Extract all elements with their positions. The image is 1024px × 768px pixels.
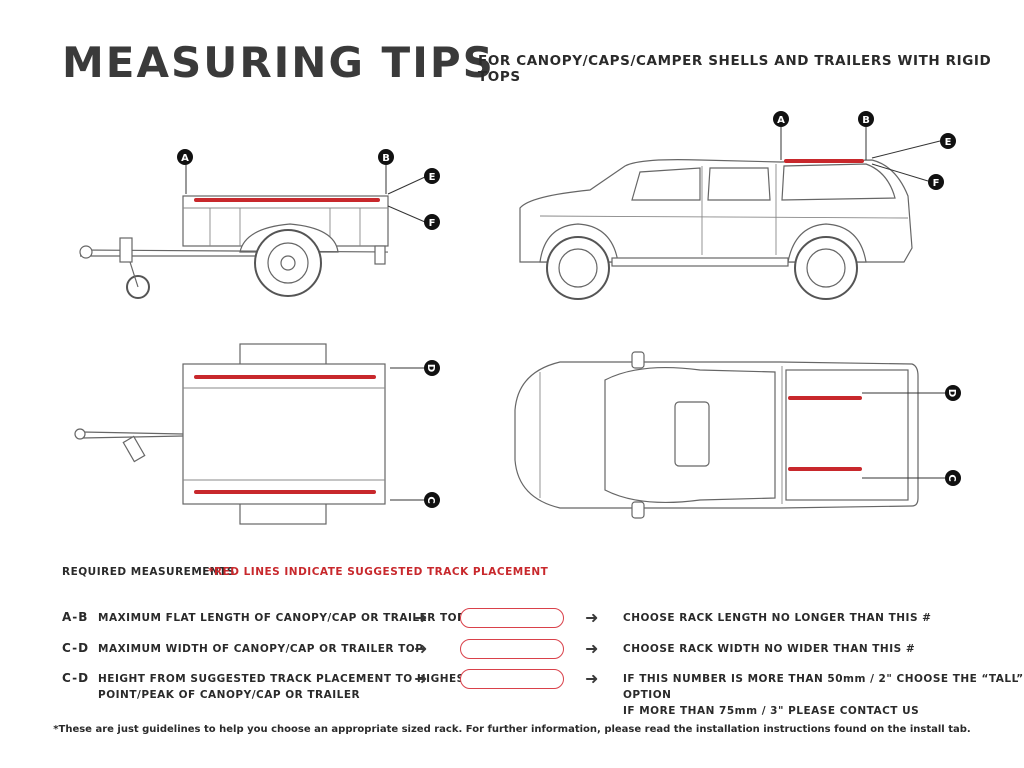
vehicle-diagrams: .ol { fill:#fff; stroke:#666; stroke-wid… (74, 111, 961, 525)
required-measurements-label: REQUIRED MEASUREMENTS (62, 566, 235, 578)
truck-side-view (519, 159, 913, 300)
footnote: *These are just guidelines to help you c… (53, 724, 971, 735)
row-2-code: C-D (62, 641, 90, 655)
svg-text:C: C (425, 496, 436, 503)
svg-text:A: A (777, 115, 785, 126)
page-title: MEASURING TIPS (62, 38, 495, 87)
marker-b-truck: B (858, 111, 874, 127)
page-subtitle: FOR CANOPY/CAPS/CAMPER SHELLS AND TRAILE… (478, 53, 992, 85)
row-3-description: HEIGHT FROM SUGGESTED TRACK PLACEMENT TO… (98, 673, 473, 701)
marker-c-trailer: C (424, 492, 440, 508)
svg-text:D: D (425, 364, 436, 372)
trailer-side-view (79, 195, 389, 299)
row-1-result: CHOOSE RACK LENGTH NO LONGER THAN THIS # (623, 612, 932, 624)
svg-text:B: B (862, 115, 870, 126)
marker-a-trailer: A (177, 149, 193, 165)
svg-text:A: A (181, 153, 189, 164)
svg-text:F: F (429, 218, 436, 229)
row-2-description: MAXIMUM WIDTH OF CANOPY/CAP OR TRAILER T… (98, 643, 424, 655)
svg-text:B: B (382, 153, 390, 164)
svg-text:E: E (429, 172, 436, 183)
marker-f-truck: F (928, 174, 944, 190)
marker-e-trailer: E (424, 168, 440, 184)
length-measurement-box[interactable] (460, 608, 564, 628)
marker-c-truck: C (945, 470, 961, 486)
svg-text:D: D (946, 389, 957, 397)
row-3-code: C-D (62, 671, 90, 685)
right-arrow-icon: ➜ (585, 639, 599, 658)
marker-a-truck: A (773, 111, 789, 127)
marker-f-trailer: F (424, 214, 440, 230)
height-measurement-box[interactable] (460, 669, 564, 689)
svg-text:F: F (933, 178, 940, 189)
marker-d-truck: D (945, 385, 961, 401)
right-arrow-icon: ➜ (414, 608, 428, 627)
truck-top-view (514, 351, 919, 519)
row-1-code: A-B (62, 610, 89, 624)
red-lines-note: *RED LINES INDICATE SUGGESTED TRACK PLAC… (208, 566, 549, 578)
width-measurement-box[interactable] (460, 639, 564, 659)
marker-d-trailer: D (424, 360, 440, 376)
right-arrow-icon: ➜ (414, 639, 428, 658)
row-3-result: IF THIS NUMBER IS MORE THAN 50mm / 2" CH… (623, 673, 1024, 717)
right-arrow-icon: ➜ (585, 669, 599, 688)
right-arrow-icon: ➜ (414, 669, 428, 688)
marker-b-trailer: B (378, 149, 394, 165)
row-2-result: CHOOSE RACK WIDTH NO WIDER THAN THIS # (623, 643, 916, 655)
svg-text:E: E (945, 137, 952, 148)
svg-text:C: C (946, 474, 957, 481)
right-arrow-icon: ➜ (585, 608, 599, 627)
marker-e-truck: E (940, 133, 956, 149)
row-1-description: MAXIMUM FLAT LENGTH OF CANOPY/CAP OR TRA… (98, 612, 466, 624)
trailer-top-view (74, 343, 386, 525)
